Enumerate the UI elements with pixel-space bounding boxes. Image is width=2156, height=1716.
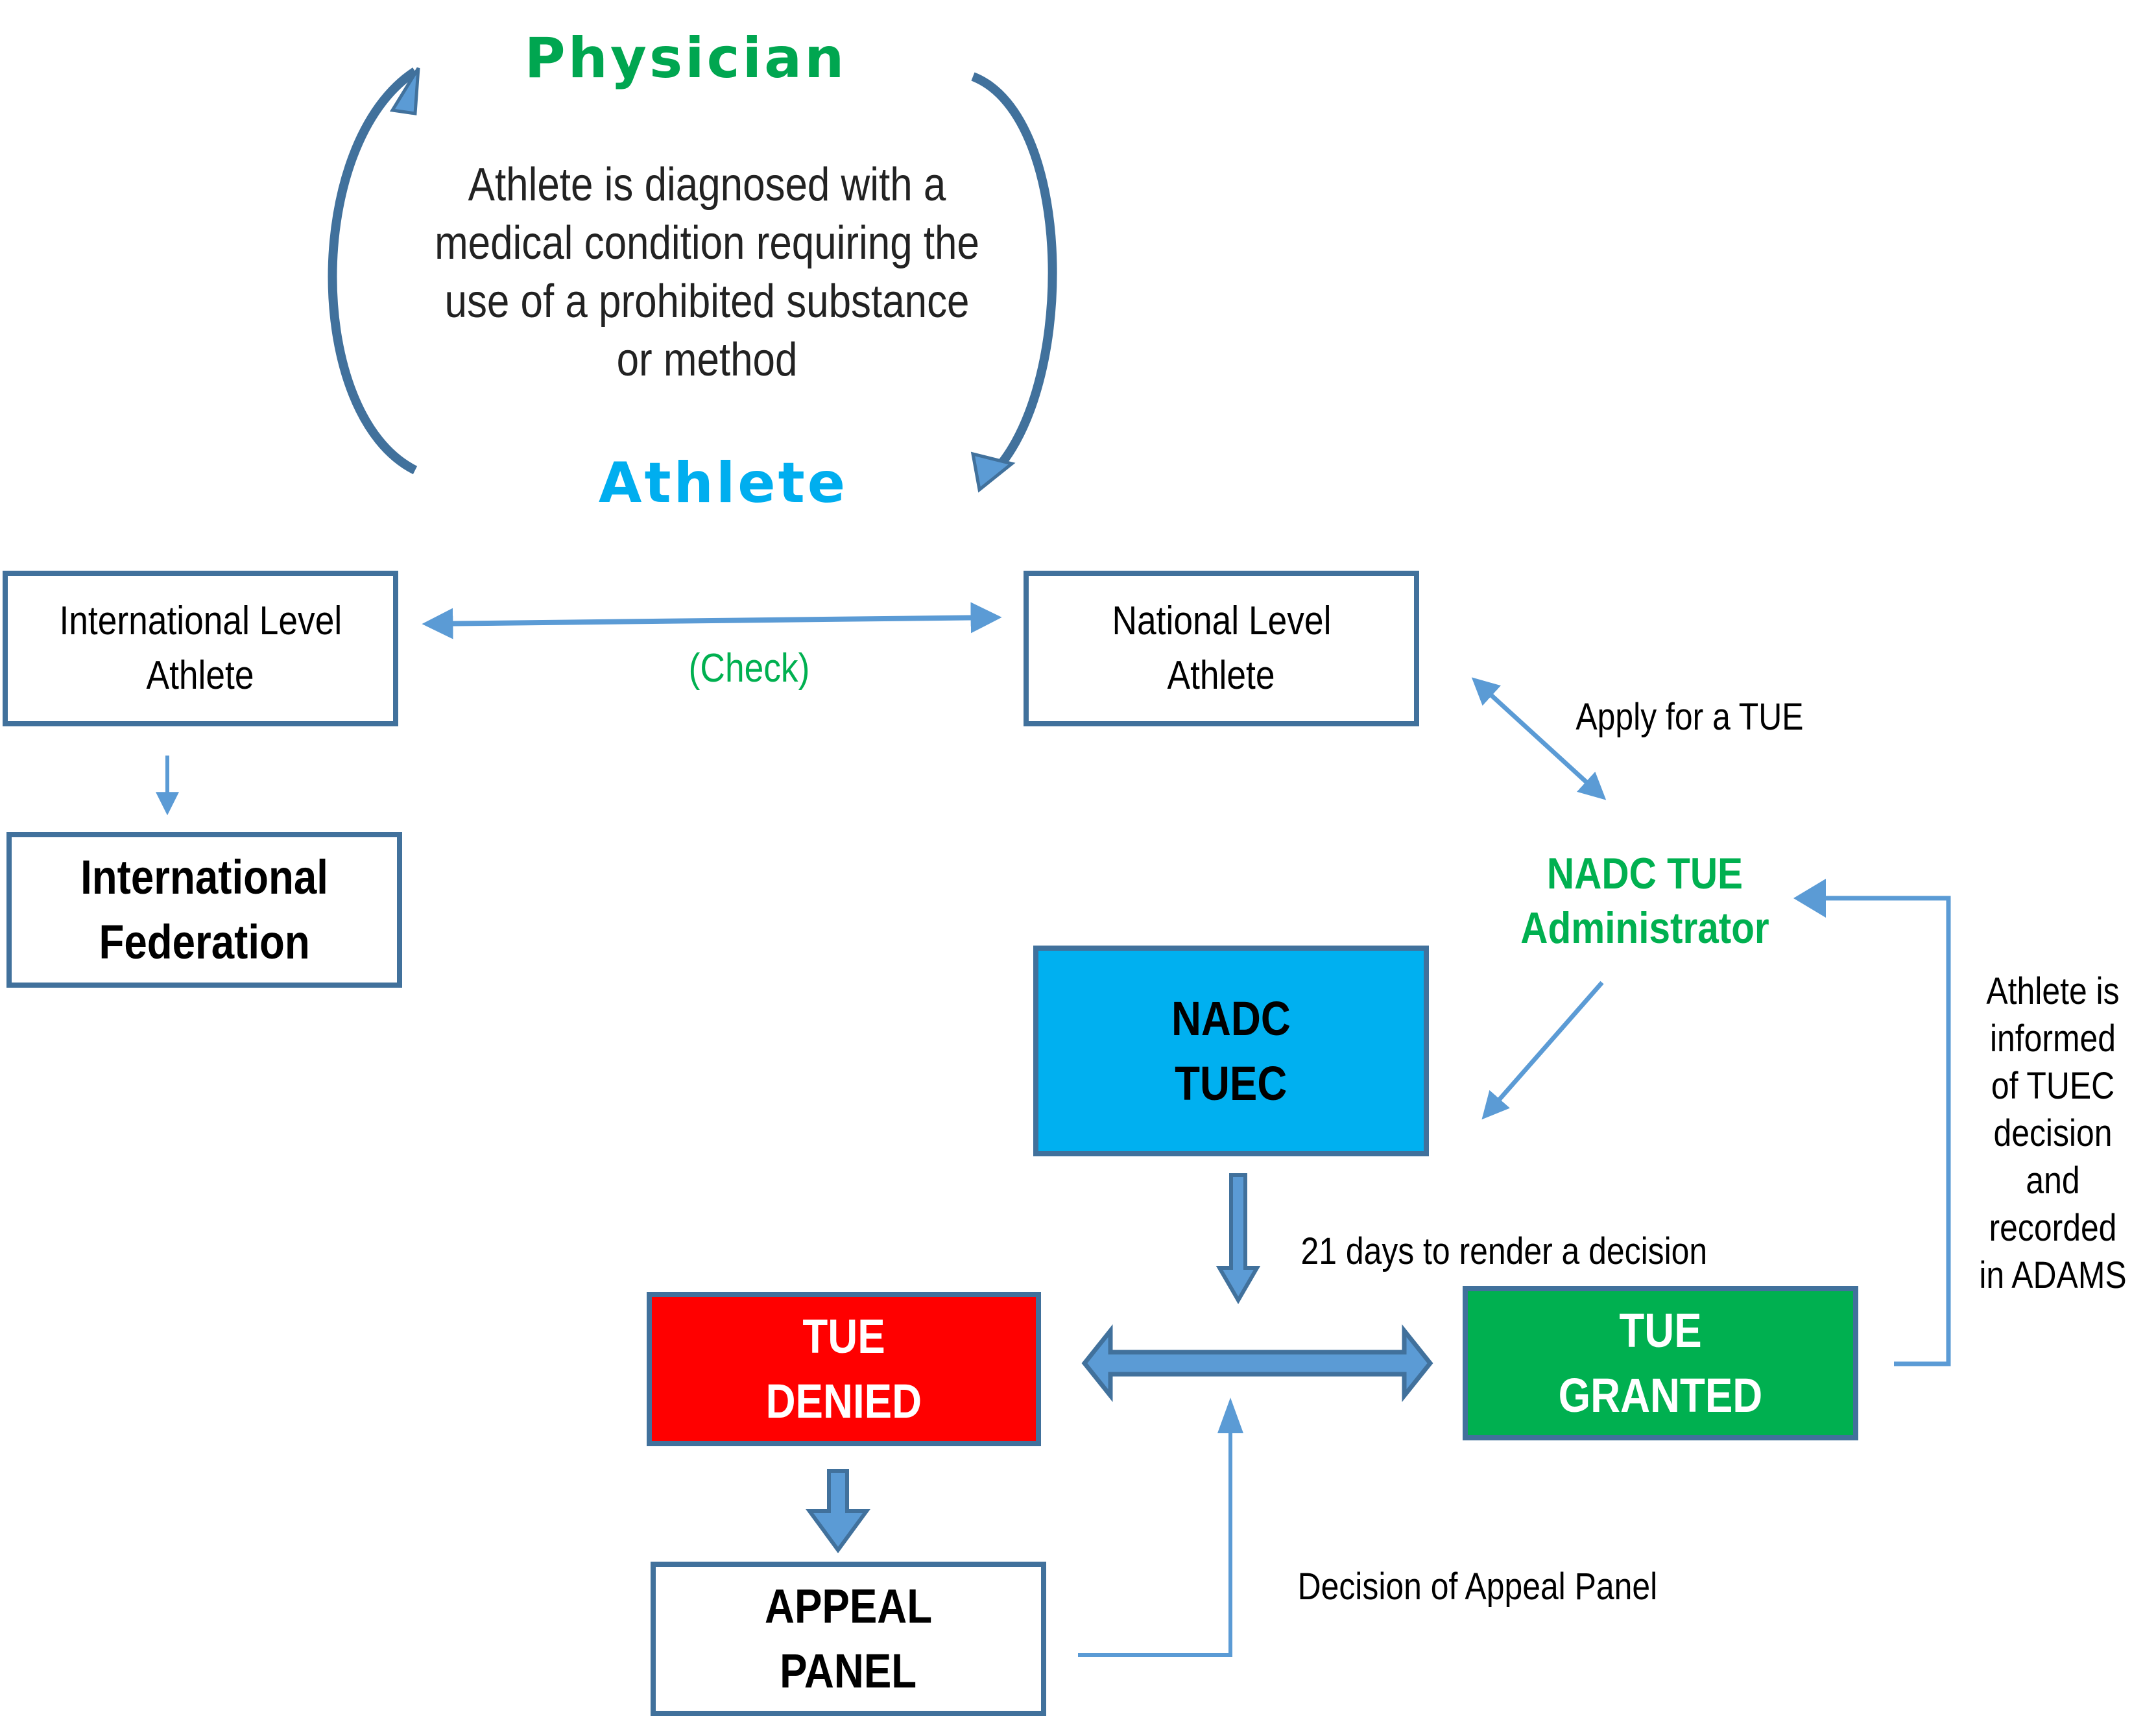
check-arrow [422, 602, 1002, 639]
informed-line: informed [1989, 1018, 2116, 1060]
admin-to-tuec-arrow [1481, 981, 1604, 1120]
node-label: Administrator [1520, 903, 1769, 953]
node-label: GRANTED [1558, 1368, 1763, 1422]
appeal-decision-arrowhead [1217, 1398, 1243, 1433]
decision-double-block-arrow [1081, 1324, 1433, 1402]
check-label: (Check) [688, 646, 810, 691]
informed-label: Athlete is informed of TUEC decision and… [1978, 968, 2128, 1299]
description-line: or method [616, 334, 798, 386]
informed-line: Athlete is [1986, 970, 2120, 1012]
informed-line: of TUEC [1991, 1065, 2115, 1107]
cycle-arc-right [971, 72, 1057, 484]
node-label: TUE [1619, 1304, 1702, 1358]
nadc-tue-admin-node: NADC TUE Administrator [1478, 846, 1812, 955]
international-federation-node: International Federation [6, 832, 402, 988]
informed-line: in ADAMS [1979, 1254, 2127, 1296]
diagnosis-description: Athlete is diagnosed with a medical cond… [422, 156, 991, 389]
informed-line: and [2026, 1160, 2080, 1202]
tuec-down-block-arrow [1216, 1173, 1261, 1304]
description-line: Athlete is diagnosed with a [468, 159, 946, 211]
physician-label: Physician [524, 26, 847, 91]
national-athlete-node: National Level Athlete [1024, 571, 1419, 726]
tue-granted-node: TUE GRANTED [1463, 1286, 1858, 1440]
granted-feedback-line [1823, 896, 1951, 1366]
athlete-label: Athlete [598, 451, 848, 516]
node-label: NADC TUE [1546, 849, 1743, 898]
node-label: PANEL [780, 1644, 917, 1698]
description-line: medical condition requiring the [435, 217, 979, 269]
informed-line: recorded [1989, 1207, 2117, 1249]
apply-label: Apply for a TUE [1575, 696, 1804, 738]
node-label: APPEAL [764, 1579, 933, 1634]
node-label: International [80, 850, 328, 905]
days-label: 21 days to render a decision [1300, 1230, 1708, 1272]
granted-feedback-arrowhead [1793, 879, 1826, 918]
apply-arrow [1471, 677, 1607, 800]
nadc-tuec-node: NADC TUEC [1033, 946, 1429, 1156]
node-label: DENIED [765, 1374, 922, 1428]
tue-denied-node: TUE DENIED [647, 1292, 1041, 1446]
node-label: International Level [59, 599, 342, 644]
appeal-panel-node: APPEAL PANEL [651, 1562, 1046, 1716]
node-label: TUEC [1175, 1056, 1288, 1110]
node-label: Athlete [146, 653, 255, 698]
cycle-arrowhead-left [389, 67, 420, 115]
node-label: Athlete [1167, 653, 1276, 698]
node-label: TUE [802, 1309, 885, 1364]
international-athlete-node: International Level Athlete [3, 571, 398, 726]
node-label: NADC [1171, 991, 1291, 1045]
node-label: Federation [99, 915, 310, 969]
cycle-arrowhead-right [970, 451, 1016, 493]
appeal-decision-line [1078, 1407, 1232, 1657]
appeal-decision-label: Decision of Appeal Panel [1297, 1566, 1658, 1608]
node-label: National Level [1112, 599, 1331, 644]
denied-to-appeal-block-arrow [806, 1469, 870, 1554]
informed-line: decision [1993, 1112, 2113, 1154]
cycle-arc-left [328, 67, 418, 475]
description-line: use of a prohibited substance [444, 276, 970, 328]
